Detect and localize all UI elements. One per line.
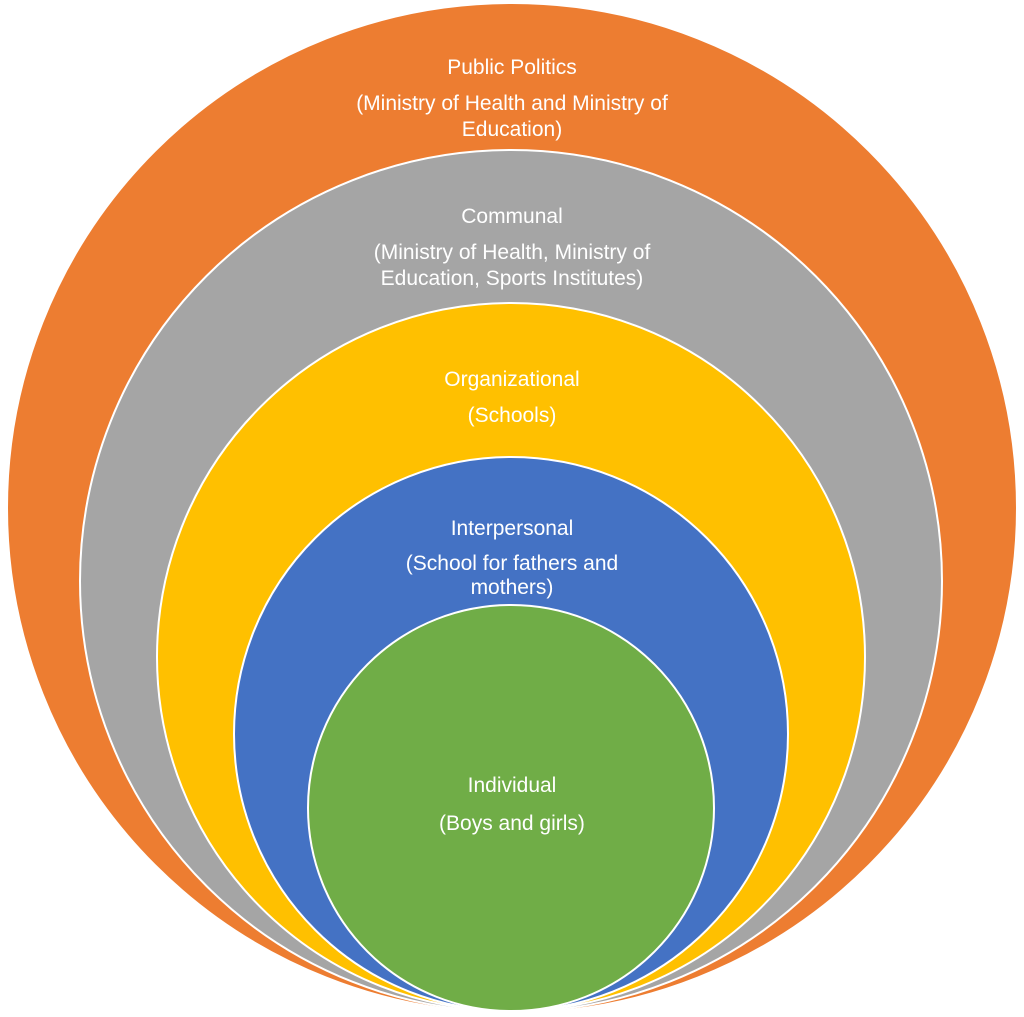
level-title: Organizational [444,368,580,391]
label-organizational: Organizational (Schools) [0,367,1024,429]
label-public-politics: Public Politics (Ministry of Health and … [0,55,1024,143]
level-detail: (Schools) [467,404,557,427]
level-title: Communal [461,205,563,228]
ring-individual [307,604,715,1012]
level-title: Public Politics [447,56,577,79]
label-individual: Individual (Boys and girls) [0,773,1024,837]
level-title: Interpersonal [450,517,574,540]
label-communal: Communal (Ministry of Health, Ministry o… [0,204,1024,292]
level-detail: (Boys and girls) [439,812,585,835]
level-title: Individual [467,774,557,797]
level-detail: (Ministry of Health and Ministry of Educ… [356,92,668,141]
level-detail: (School for fathers and mothers) [405,552,619,599]
level-detail: (Ministry of Health, Ministry of Educati… [373,241,651,290]
label-interpersonal: Interpersonal (School for fathers and mo… [0,516,1024,600]
